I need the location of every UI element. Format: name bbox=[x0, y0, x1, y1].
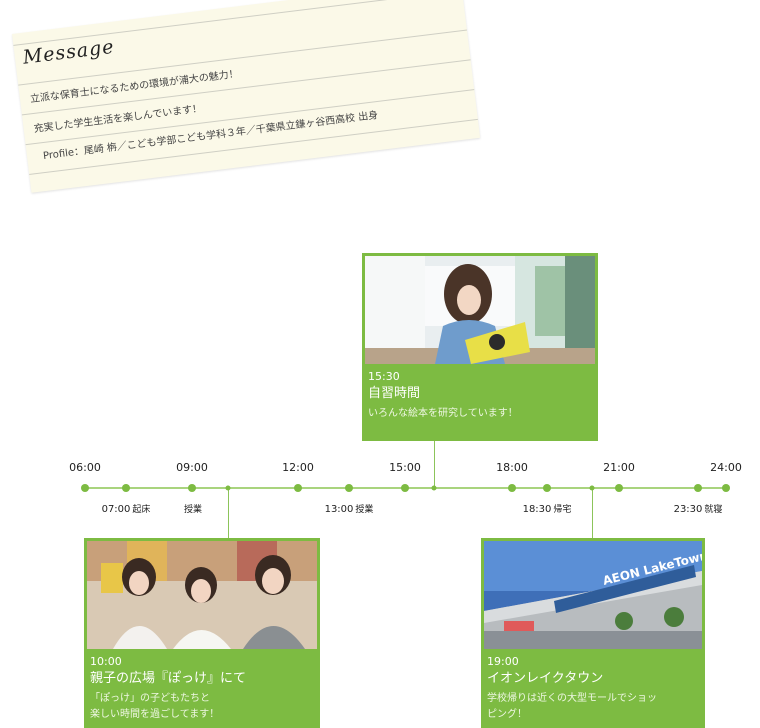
event-label: 授業 bbox=[183, 505, 203, 515]
timeline-dot bbox=[589, 485, 595, 491]
aeon-photo: AEON LakeTown bbox=[484, 541, 702, 649]
event-time: 07:00 bbox=[101, 504, 131, 515]
aeon-time: 19:00 bbox=[487, 655, 519, 668]
card-study: 15:30 自習時間 いろんな絵本を研究しています！ bbox=[362, 253, 598, 441]
study-title: 自習時間 bbox=[368, 386, 421, 401]
aeon-desc-line-1: 学校帰りは近くの大型モールでショッ bbox=[487, 693, 657, 704]
hour-label: 18:00 bbox=[496, 461, 528, 474]
card-plaza: 10:00 親子の広場『ぽっけ』にて 「ぽっけ」の子どもたちと 楽しい時間を過ご… bbox=[84, 538, 320, 728]
study-time: 15:30 bbox=[368, 370, 400, 383]
connector-study bbox=[434, 441, 435, 488]
study-photo bbox=[365, 256, 595, 364]
event-label: 就寝 bbox=[704, 505, 723, 515]
timeline-dot bbox=[615, 484, 623, 492]
card-aeon: AEON LakeTown 19:00 イオンレイクタウン 学校帰りは近くの大型… bbox=[481, 538, 705, 728]
aeon-desc-line-2: ピング！ bbox=[487, 709, 527, 720]
event-label: 起床 bbox=[132, 505, 151, 515]
hour-label: 06:00 bbox=[69, 461, 101, 474]
hour-label: 21:00 bbox=[603, 461, 635, 474]
timeline-dot bbox=[345, 484, 353, 492]
timeline-dot bbox=[122, 484, 130, 492]
timeline-dot bbox=[401, 484, 409, 492]
hour-label: 15:00 bbox=[389, 461, 421, 474]
timeline-dot bbox=[225, 485, 231, 491]
study-desc: いろんな絵本を研究しています！ bbox=[368, 408, 518, 419]
plaza-photo bbox=[87, 541, 317, 649]
event-time: 18:30 bbox=[522, 504, 552, 515]
plaza-desc-line-1: 「ぽっけ」の子どもたちと bbox=[90, 693, 210, 704]
timeline-dot bbox=[722, 484, 730, 492]
event-time: 23:30 bbox=[673, 504, 703, 515]
connector-aeon bbox=[592, 488, 593, 539]
event-label: 授業 bbox=[355, 505, 374, 515]
hour-label: 24:00 bbox=[710, 461, 742, 474]
plaza-time: 10:00 bbox=[90, 655, 122, 668]
hour-label: 09:00 bbox=[176, 461, 208, 474]
timeline-dot bbox=[508, 484, 516, 492]
aeon-title: イオンレイクタウン bbox=[487, 671, 604, 686]
timeline-dot bbox=[694, 484, 702, 492]
plaza-desc-line-2: 楽しい時間を過ごしてます！ bbox=[90, 709, 220, 720]
message-line-1: 立派な保育士になるための環境が浦大の魅力！ bbox=[29, 68, 240, 106]
timeline-dot bbox=[294, 484, 302, 492]
timeline-dot bbox=[431, 485, 437, 491]
event-label: 帰宅 bbox=[553, 505, 572, 515]
plaza-desc: 「ぽっけ」の子どもたちと 楽しい時間を過ごしてます！ bbox=[90, 691, 317, 723]
connector-plaza bbox=[228, 488, 229, 539]
timeline-dot bbox=[81, 484, 89, 492]
event-class-1: 授業 bbox=[182, 502, 202, 515]
aeon-desc: 学校帰りは近くの大型モールでショッ ピング！ bbox=[487, 691, 702, 723]
message-title: Message bbox=[21, 35, 116, 69]
hour-label: 12:00 bbox=[282, 461, 314, 474]
timeline-dot bbox=[543, 484, 551, 492]
timeline-dot bbox=[188, 484, 196, 492]
message-note: Message 立派な保育士になるための環境が浦大の魅力！ 充実した学生生活を楽… bbox=[12, 0, 481, 193]
event-time: 13:00 bbox=[324, 504, 354, 515]
plaza-title: 親子の広場『ぽっけ』にて bbox=[90, 671, 247, 686]
